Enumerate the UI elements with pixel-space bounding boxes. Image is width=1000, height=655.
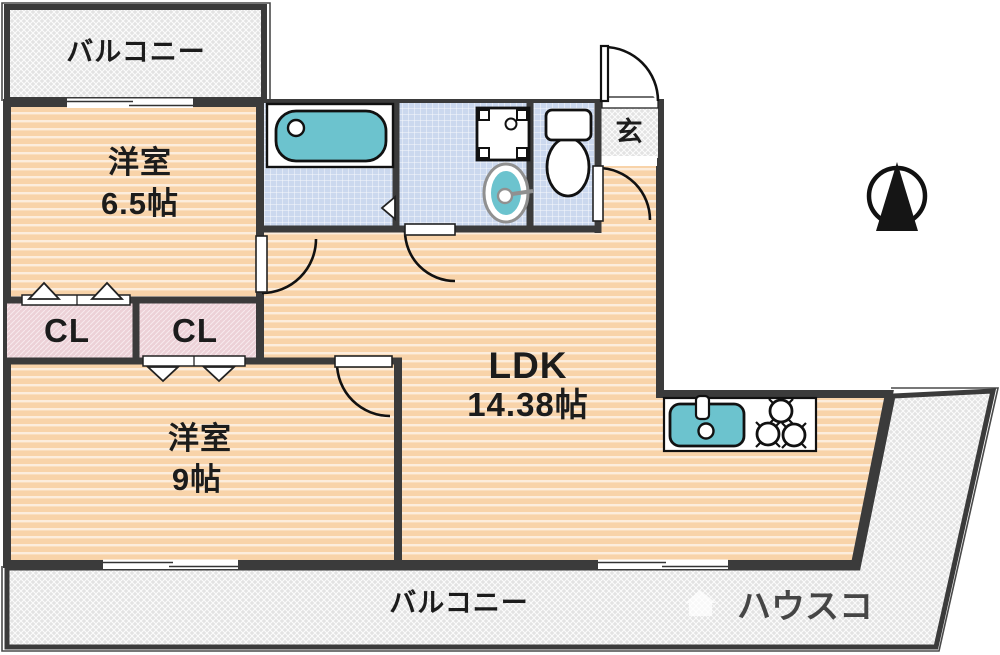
lot-line-bottom-right [1,387,999,652]
north-arrow-icon [866,162,928,231]
house-icon [685,590,716,616]
windows [67,98,728,569]
entrance-door [599,44,660,109]
closet2-label: CL [172,312,218,349]
toilet-icon [544,108,593,198]
window-ldk [598,559,728,569]
doors [21,44,660,418]
room2-size-label: 9帖 [172,462,222,497]
closet2-folding-door [142,355,246,383]
room2-door [334,355,393,418]
watermark-text: ハウスコ [737,588,873,626]
balcony-bottom: バルコニー ハウスコ [4,388,997,650]
stove-burners-icon [755,398,807,449]
kitchen-counter [662,394,818,453]
entrance-step [601,156,657,166]
entrance-floor [598,103,658,158]
entrance-label: 玄 [616,116,643,147]
washbasin-icon [482,162,534,224]
balcony-bottom-label: バルコニー [389,588,528,618]
ldk-name-label: LDK [488,345,567,386]
closet1-folding-door [21,281,131,306]
balcony-top: バルコニー [4,4,267,103]
window-room1 [67,98,193,108]
bathroom-door-marker [380,195,396,221]
room1-name-label: 洋室 [108,145,172,180]
closet1-label: CL [44,312,90,349]
washroom-door [403,223,456,283]
window-room2 [103,559,238,569]
watermark: ハウスコ [685,588,873,626]
balcony-top-label: バルコニー [66,37,205,67]
closet-floor [7,300,257,361]
ldk-size-label: 14.38帖 [467,386,589,423]
room1-door [255,235,318,295]
bathtub-icon [265,102,395,169]
kitchen-sink-icon [668,394,746,448]
toilet-door [592,165,652,222]
lot-line-top-left [1,2,271,101]
room2-name-label: 洋室 [168,421,232,456]
washing-machine-icon [475,106,531,162]
room1-size-label: 6.5帖 [101,186,179,221]
